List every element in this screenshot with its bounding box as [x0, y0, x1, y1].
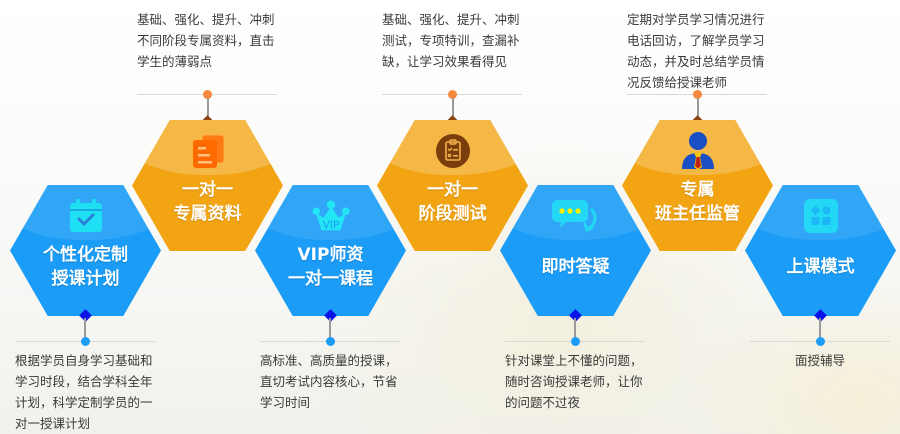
vip-crown-icon: VIP — [311, 199, 350, 233]
step-description: 高标准、高质量的授课， 直切考试内容核心，节省 学习时间 — [260, 353, 398, 410]
connector-line — [84, 318, 86, 340]
calendar-check-icon — [67, 199, 105, 233]
step-title: 专属 班主任监管 — [655, 180, 740, 224]
step-title: 个性化定制 授课计划 — [10, 243, 161, 291]
step-title-line: 个性化定制 — [43, 245, 128, 265]
connector-dot — [81, 337, 90, 346]
step-stage-test: 一对一 阶段测试 — [377, 120, 528, 251]
step-description: 面授辅导 — [794, 353, 845, 368]
step-description: 根据学员自身学习基础和 学习时段，结合学科全年 计划，科学定制学员的一 对一授课… — [15, 353, 153, 431]
chat-bubble-reply-icon — [551, 199, 600, 233]
step-exclusive-materials: 一对一 专属资料 — [132, 120, 283, 251]
step-instant-qa: 即时答疑 — [500, 185, 651, 316]
step-class-mode: 上课模式 — [745, 185, 896, 316]
connector-dot — [816, 337, 825, 346]
clipboard-checklist-icon — [434, 134, 472, 168]
connector-dot — [693, 90, 702, 99]
connector-line — [329, 318, 331, 340]
documents-icon — [189, 134, 227, 168]
step-title: VIP师资 一对一课程 — [288, 245, 373, 289]
connector-line — [819, 318, 821, 340]
connector-dot — [326, 337, 335, 346]
svg-text:VIP: VIP — [322, 219, 339, 231]
connector-dot — [203, 90, 212, 99]
step-class-supervisor: 专属 班主任监管 — [622, 120, 773, 251]
connector-line — [452, 98, 454, 118]
step-description: 针对课堂上不懂的问题， 随时咨询授课老师，让你 的问题不过夜 — [505, 353, 643, 410]
step-title: 一对一 专属资料 — [173, 180, 242, 224]
step-vip-teachers: VIP VIP师资 一对一课程 — [255, 185, 406, 316]
connector-line — [574, 318, 576, 340]
step-description: 基础、强化、提升、冲刺 测试，专项特训，查漏补 缺，让学习效果看得见 — [382, 12, 520, 69]
step-title: 即时答疑 — [541, 257, 610, 277]
connector-dot — [448, 90, 457, 99]
step-title: 上课模式 — [786, 257, 855, 277]
step-description: 定期对学员学习情况进行 电话回访，了解学员学习 动态，并及时总结学员情 况反馈给… — [627, 12, 765, 90]
step-title-line: 授课计划 — [51, 269, 120, 289]
connector-line — [697, 98, 699, 118]
step-personalized-plan: 个性化定制 授课计划 — [10, 185, 161, 316]
supervisor-person-icon — [679, 132, 717, 170]
connector-line — [207, 98, 209, 118]
step-title: 一对一 阶段测试 — [418, 180, 487, 224]
connector-dot — [571, 337, 580, 346]
step-description: 基础、强化、提升、冲刺 不同阶段专属资料，直击 学生的薄弱点 — [137, 12, 275, 69]
grid-apps-icon — [802, 199, 840, 233]
